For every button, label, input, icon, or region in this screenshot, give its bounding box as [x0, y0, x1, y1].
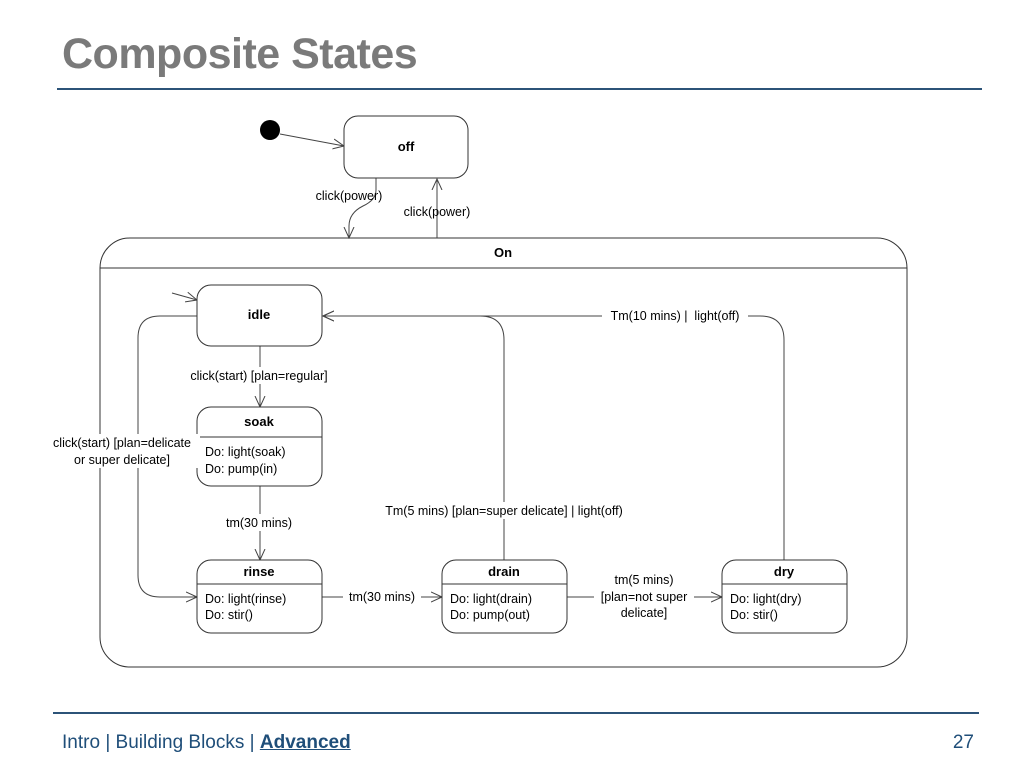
- state-idle-name: idle: [248, 307, 270, 322]
- label-dry-to-idle: Tm(10 mins) | light(off): [611, 309, 740, 323]
- label-drain-to-dry: tm(5 mins): [614, 573, 673, 587]
- nav-intro-link[interactable]: Intro: [62, 732, 101, 753]
- transition-initial-to-off: [279, 133, 344, 146]
- label-soak-to-rinse: tm(30 mins): [226, 516, 292, 530]
- state-off-name: off: [398, 139, 415, 154]
- transition-dry-to-idle: [323, 316, 785, 560]
- state-rinse-activity: Do: light(rinse): [205, 592, 286, 606]
- state-dry-activity: Do: light(dry): [730, 592, 802, 606]
- state-soak-activity: Do: pump(in): [205, 462, 277, 476]
- state-drain-activity: Do: pump(out): [450, 608, 530, 622]
- transition-off-to-on: [349, 178, 377, 238]
- state-dry-name: dry: [774, 564, 795, 579]
- state-on-name: On: [494, 245, 512, 260]
- state-rinse: rinse Do: light(rinse) Do: stir(): [196, 559, 323, 634]
- state-drain-activity: Do: light(drain): [450, 592, 532, 606]
- label-off-to-on: click(power): [316, 189, 383, 203]
- label-idle-to-rinse: click(start) [plan=delicate: [53, 436, 191, 450]
- state-rinse-activity: Do: stir(): [205, 608, 253, 622]
- nav-separator: |: [249, 732, 255, 753]
- footer-divider: [53, 712, 979, 714]
- label-drain-to-dry: delicate]: [621, 606, 668, 620]
- state-dry-activity: Do: stir(): [730, 608, 778, 622]
- label-drain-to-dry: [plan=not super: [601, 590, 688, 604]
- state-off: off: [343, 115, 469, 179]
- label-on-to-off: click(power): [404, 205, 471, 219]
- initial-state-top: [260, 120, 280, 140]
- state-dry: dry Do: light(dry) Do: stir(): [721, 559, 848, 634]
- state-idle: idle: [196, 284, 323, 347]
- state-soak: soak Do: light(soak) Do: pump(in): [196, 406, 323, 487]
- title-divider: [57, 88, 982, 90]
- nav-advanced-link[interactable]: Advanced: [259, 732, 351, 753]
- nav-building-blocks-link[interactable]: Building Blocks: [115, 732, 245, 753]
- transition-initial-to-idle: [171, 293, 197, 300]
- label-idle-to-rinse: or super delicate]: [74, 453, 170, 467]
- state-drain-name: drain: [488, 564, 520, 579]
- state-soak-activity: Do: light(soak): [205, 445, 286, 459]
- state-rinse-name: rinse: [243, 564, 274, 579]
- label-drain-to-idle: Tm(5 mins) [plan=super delicate] | light…: [385, 504, 623, 518]
- label-rinse-to-drain: tm(30 mins): [349, 590, 415, 604]
- slide-title: Composite States: [62, 30, 418, 78]
- page-number: 27: [952, 732, 974, 753]
- state-soak-name: soak: [244, 414, 274, 429]
- nav-separator: |: [105, 732, 111, 753]
- label-idle-to-soak: click(start) [plan=regular]: [190, 369, 327, 383]
- footer-breadcrumb: Intro | Building Blocks | Advanced: [62, 732, 351, 754]
- state-drain: drain Do: light(drain) Do: pump(out): [441, 559, 568, 634]
